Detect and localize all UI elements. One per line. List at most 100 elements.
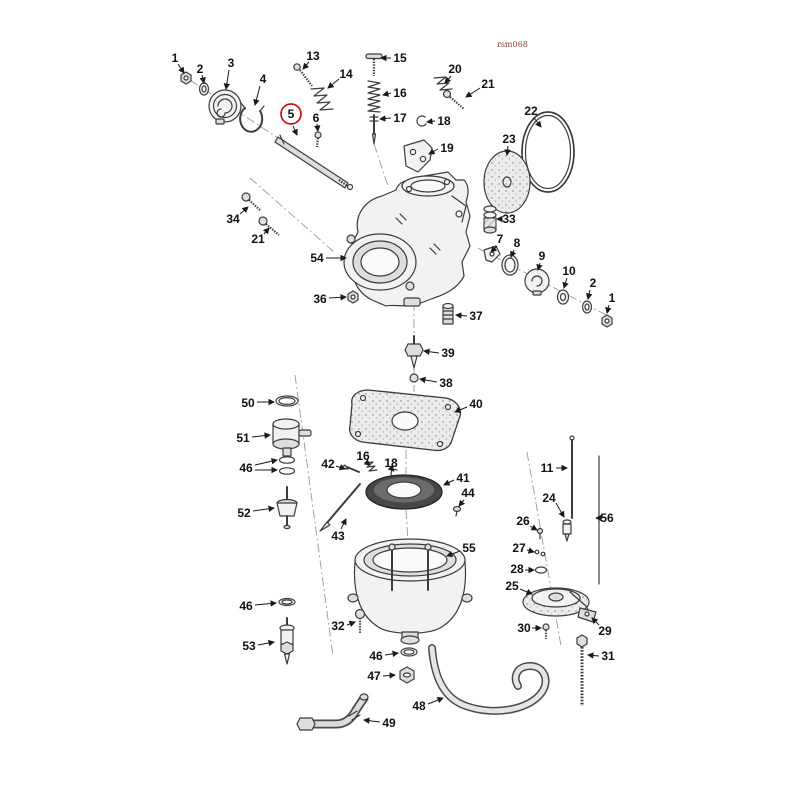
leader-line-2 [199, 74, 206, 84]
leader-line-6 [314, 123, 321, 132]
part-needle-17 [369, 114, 379, 145]
leader-line-46 [254, 458, 278, 466]
leader-line-39 [423, 348, 440, 355]
callout-26: 26 [516, 514, 530, 528]
callout-14: 14 [339, 67, 353, 81]
part-screw-6 [314, 131, 322, 148]
part-rod-11 [569, 435, 575, 519]
callout-40: 40 [469, 397, 483, 411]
callout-41: 41 [456, 471, 470, 485]
watermark: rsm068 [497, 40, 528, 49]
callout-39: 39 [441, 346, 455, 360]
part-orings-46a [278, 456, 296, 475]
callout-50: 50 [241, 396, 255, 410]
part-plug-37 [442, 302, 454, 325]
callout-10: 10 [562, 264, 576, 278]
leader-line-40 [454, 406, 468, 413]
leader-line-27 [526, 547, 535, 554]
callout-16: 16 [356, 449, 370, 463]
callout-8: 8 [514, 236, 521, 250]
part-carb-body-54 [343, 171, 471, 307]
part-oring-22 [521, 111, 575, 193]
part-bracket-7 [483, 245, 501, 263]
callout-25: 25 [505, 579, 519, 593]
leader-line-32 [346, 620, 356, 627]
leader-line-5 [291, 125, 298, 136]
callout-24: 24 [542, 491, 556, 505]
callout-33: 33 [502, 212, 516, 226]
part-pump-body-51 [272, 418, 312, 457]
part-cup-8 [501, 254, 519, 276]
part-needle-valve-24 [562, 519, 572, 542]
leader-line-18 [387, 464, 395, 472]
callout-7: 7 [497, 232, 504, 246]
part-oring-50 [275, 395, 299, 407]
callout-22: 22 [524, 104, 538, 118]
part-float-25 [522, 587, 590, 617]
callout-53: 53 [242, 639, 256, 653]
part-screw-13 [293, 63, 313, 87]
callout-9: 9 [539, 249, 546, 263]
leader-line-2 [586, 289, 593, 300]
leader-line-49 [363, 717, 381, 724]
leader-line-7 [490, 245, 498, 253]
callout-46: 46 [239, 461, 253, 475]
part-stack-33 [483, 205, 497, 234]
leader-line-17 [379, 115, 392, 122]
callout-43: 43 [331, 529, 345, 543]
leader-line-26 [529, 524, 538, 531]
part-spring-16b [364, 461, 378, 472]
leader-line-25 [519, 588, 533, 595]
leader-line-31 [587, 652, 600, 659]
leader-line-23 [504, 145, 511, 156]
leader-line-10 [562, 277, 569, 289]
leader-line-36 [328, 294, 347, 301]
part-plunger-52 [276, 486, 298, 530]
callout-56: 56 [600, 511, 614, 525]
leader-line-18 [426, 118, 436, 125]
part-tscrew-15 [365, 53, 383, 76]
leader-line-9 [536, 262, 543, 271]
callout-15: 15 [393, 51, 407, 65]
callout-20: 20 [448, 62, 462, 76]
leader-line-47 [382, 672, 396, 679]
leader-line-22 [533, 117, 542, 128]
leader-line-55 [446, 550, 461, 558]
callout-18: 18 [437, 114, 451, 128]
callout-46: 46 [369, 649, 383, 663]
part-screw-34 [241, 192, 262, 212]
callout-13: 13 [306, 49, 320, 63]
leader-line-53 [257, 639, 275, 647]
part-air-ring-41 [365, 474, 443, 510]
part-bits-27 [534, 549, 546, 557]
part-washer-2 [198, 82, 210, 96]
callout-48: 48 [412, 699, 426, 713]
callout-54: 54 [310, 251, 324, 265]
part-gasket-40 [348, 389, 462, 452]
callout-49: 49 [382, 716, 396, 730]
callout-17: 17 [393, 111, 407, 125]
leader-line-41 [443, 479, 455, 486]
callout-21: 21 [251, 232, 265, 246]
callout-21: 21 [481, 77, 495, 91]
highlight-circle-5 [280, 103, 302, 125]
part-oring-46c [400, 647, 418, 657]
leader-line-34 [239, 206, 249, 215]
callout-1: 1 [172, 51, 179, 65]
callout-2: 2 [197, 62, 204, 76]
part-screw-32 [354, 608, 366, 634]
leader-line-37 [455, 312, 468, 319]
callout-23: 23 [502, 132, 516, 146]
callout-27: 27 [512, 541, 526, 555]
leader-line-20 [444, 75, 452, 84]
part-nut-47 [399, 666, 415, 684]
part-ball-38 [409, 373, 419, 383]
leader-line-3 [223, 69, 231, 90]
part-nut-1 [180, 71, 192, 85]
part-clip-18 [416, 115, 427, 127]
part-bracket-19 [403, 139, 433, 173]
part-oring-28 [534, 566, 548, 574]
leader-line-1 [605, 304, 612, 314]
